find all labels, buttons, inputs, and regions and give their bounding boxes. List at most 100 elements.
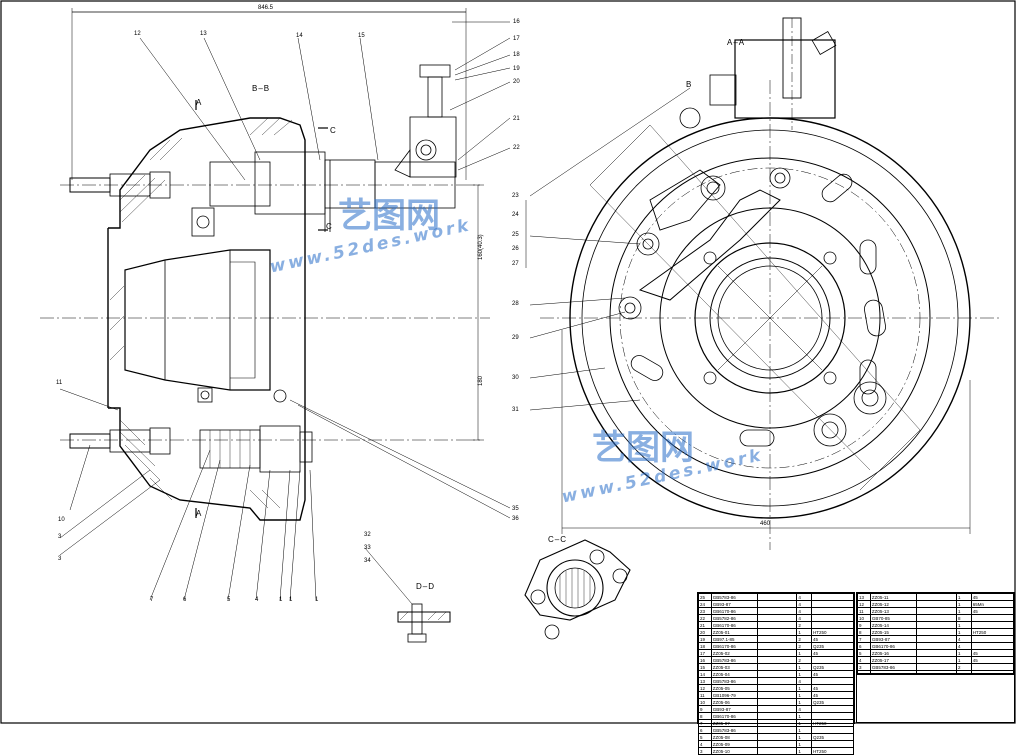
balloon-16: 16: [513, 19, 520, 25]
parts-cell: 1: [796, 691, 813, 699]
parts-cell: ZZ05-17: [869, 656, 918, 664]
balloon-13: 13: [200, 31, 207, 37]
balloon-5: 5: [227, 597, 231, 603]
parts-cell: Q235: [811, 642, 854, 650]
parts-cell: GB5783-86: [710, 726, 758, 734]
parts-cell: [916, 621, 958, 629]
parts-cell: HT250: [970, 628, 1015, 636]
section-aa-title: A–A: [727, 38, 746, 47]
parts-cell: [756, 600, 798, 608]
parts-cell: [916, 656, 958, 664]
parts-cell: [756, 677, 798, 685]
balloon-3a: 3: [58, 534, 62, 540]
parts-cell: 8: [857, 628, 871, 636]
balloon-10: 10: [58, 517, 65, 523]
balloon-20: 20: [513, 79, 520, 85]
parts-cell: [970, 621, 1015, 629]
watermark-logo-bottom: 艺图网: [592, 428, 694, 468]
parts-cell: ZZ05-03: [710, 663, 758, 671]
parts-cell: 2: [956, 663, 972, 671]
parts-cell: [756, 733, 798, 741]
parts-cell: [756, 614, 798, 622]
parts-cell: 7: [857, 635, 871, 643]
parts-cell: 19: [698, 635, 712, 643]
parts-cell: [756, 698, 798, 706]
parts-cell: [970, 642, 1015, 650]
parts-cell: [811, 614, 854, 622]
parts-cell: GB5783-86: [710, 677, 758, 685]
balloon-7: 7: [150, 597, 154, 603]
parts-cell: GB93-87: [869, 635, 918, 643]
parts-cell: ZZ05-09: [710, 740, 758, 748]
balloon-18: 18: [513, 52, 520, 58]
balloon-24: 24: [512, 212, 519, 218]
parts-cell: 3: [698, 747, 712, 755]
parts-cell: 1: [796, 747, 813, 755]
leaders-aa: [525, 87, 691, 411]
parts-cell: ZZ05-13: [869, 607, 918, 615]
parts-cell: 1: [796, 684, 813, 692]
parts-cell: 9: [857, 621, 871, 629]
parts-cell: [811, 705, 854, 713]
parts-cell: 4: [796, 614, 813, 622]
balloon-28: 28: [512, 301, 519, 307]
parts-cell: [756, 684, 798, 692]
parts-cell: GB6170-86: [710, 642, 758, 650]
section-bb-view: [40, 8, 490, 521]
parts-cell: 2: [796, 621, 813, 629]
parts-cell: [916, 642, 958, 650]
parts-cell: GB93-87: [710, 705, 758, 713]
parts-cell: [756, 635, 798, 643]
parts-cell: 11: [698, 691, 712, 699]
balloon-36: 36: [512, 516, 519, 522]
parts-cell: ZZ05-10: [710, 747, 758, 755]
parts-cell: HT250: [811, 628, 854, 636]
parts-cell: 10: [857, 614, 871, 622]
parts-cell: 8: [698, 712, 712, 720]
parts-cell: GB70-85: [869, 614, 918, 622]
parts-cell: 4: [796, 600, 813, 608]
parts-cell: 5: [857, 649, 871, 657]
parts-cell: 11: [857, 607, 871, 615]
parts-cell: ZZ05-05: [710, 684, 758, 692]
parts-cell: 1: [956, 593, 972, 601]
parts-cell: 10: [698, 698, 712, 706]
parts-cell: 4: [698, 740, 712, 748]
balloon-14: 14: [296, 33, 303, 39]
watermark-logo-top: 艺图网: [338, 196, 440, 236]
parts-cell: 1: [796, 649, 813, 657]
parts-cell: 1: [956, 600, 972, 608]
balloon-34: 34: [364, 558, 371, 564]
parts-cell: 8: [956, 614, 972, 622]
parts-cell: [811, 600, 854, 608]
parts-cell: 4: [956, 642, 972, 650]
parts-cell: 9: [698, 705, 712, 713]
parts-cell: [916, 593, 958, 601]
parts-cell: 45: [970, 649, 1015, 657]
balloon-4: 4: [255, 597, 259, 603]
parts-cell: ZZ05-06: [710, 698, 758, 706]
parts-cell: [811, 593, 854, 601]
parts-cell: 6: [857, 642, 871, 650]
parts-cell: [970, 614, 1015, 622]
parts-cell: 2: [796, 656, 813, 664]
parts-cell: [756, 607, 798, 615]
parts-cell: [756, 656, 798, 664]
parts-cell: GB6170-86: [710, 712, 758, 720]
